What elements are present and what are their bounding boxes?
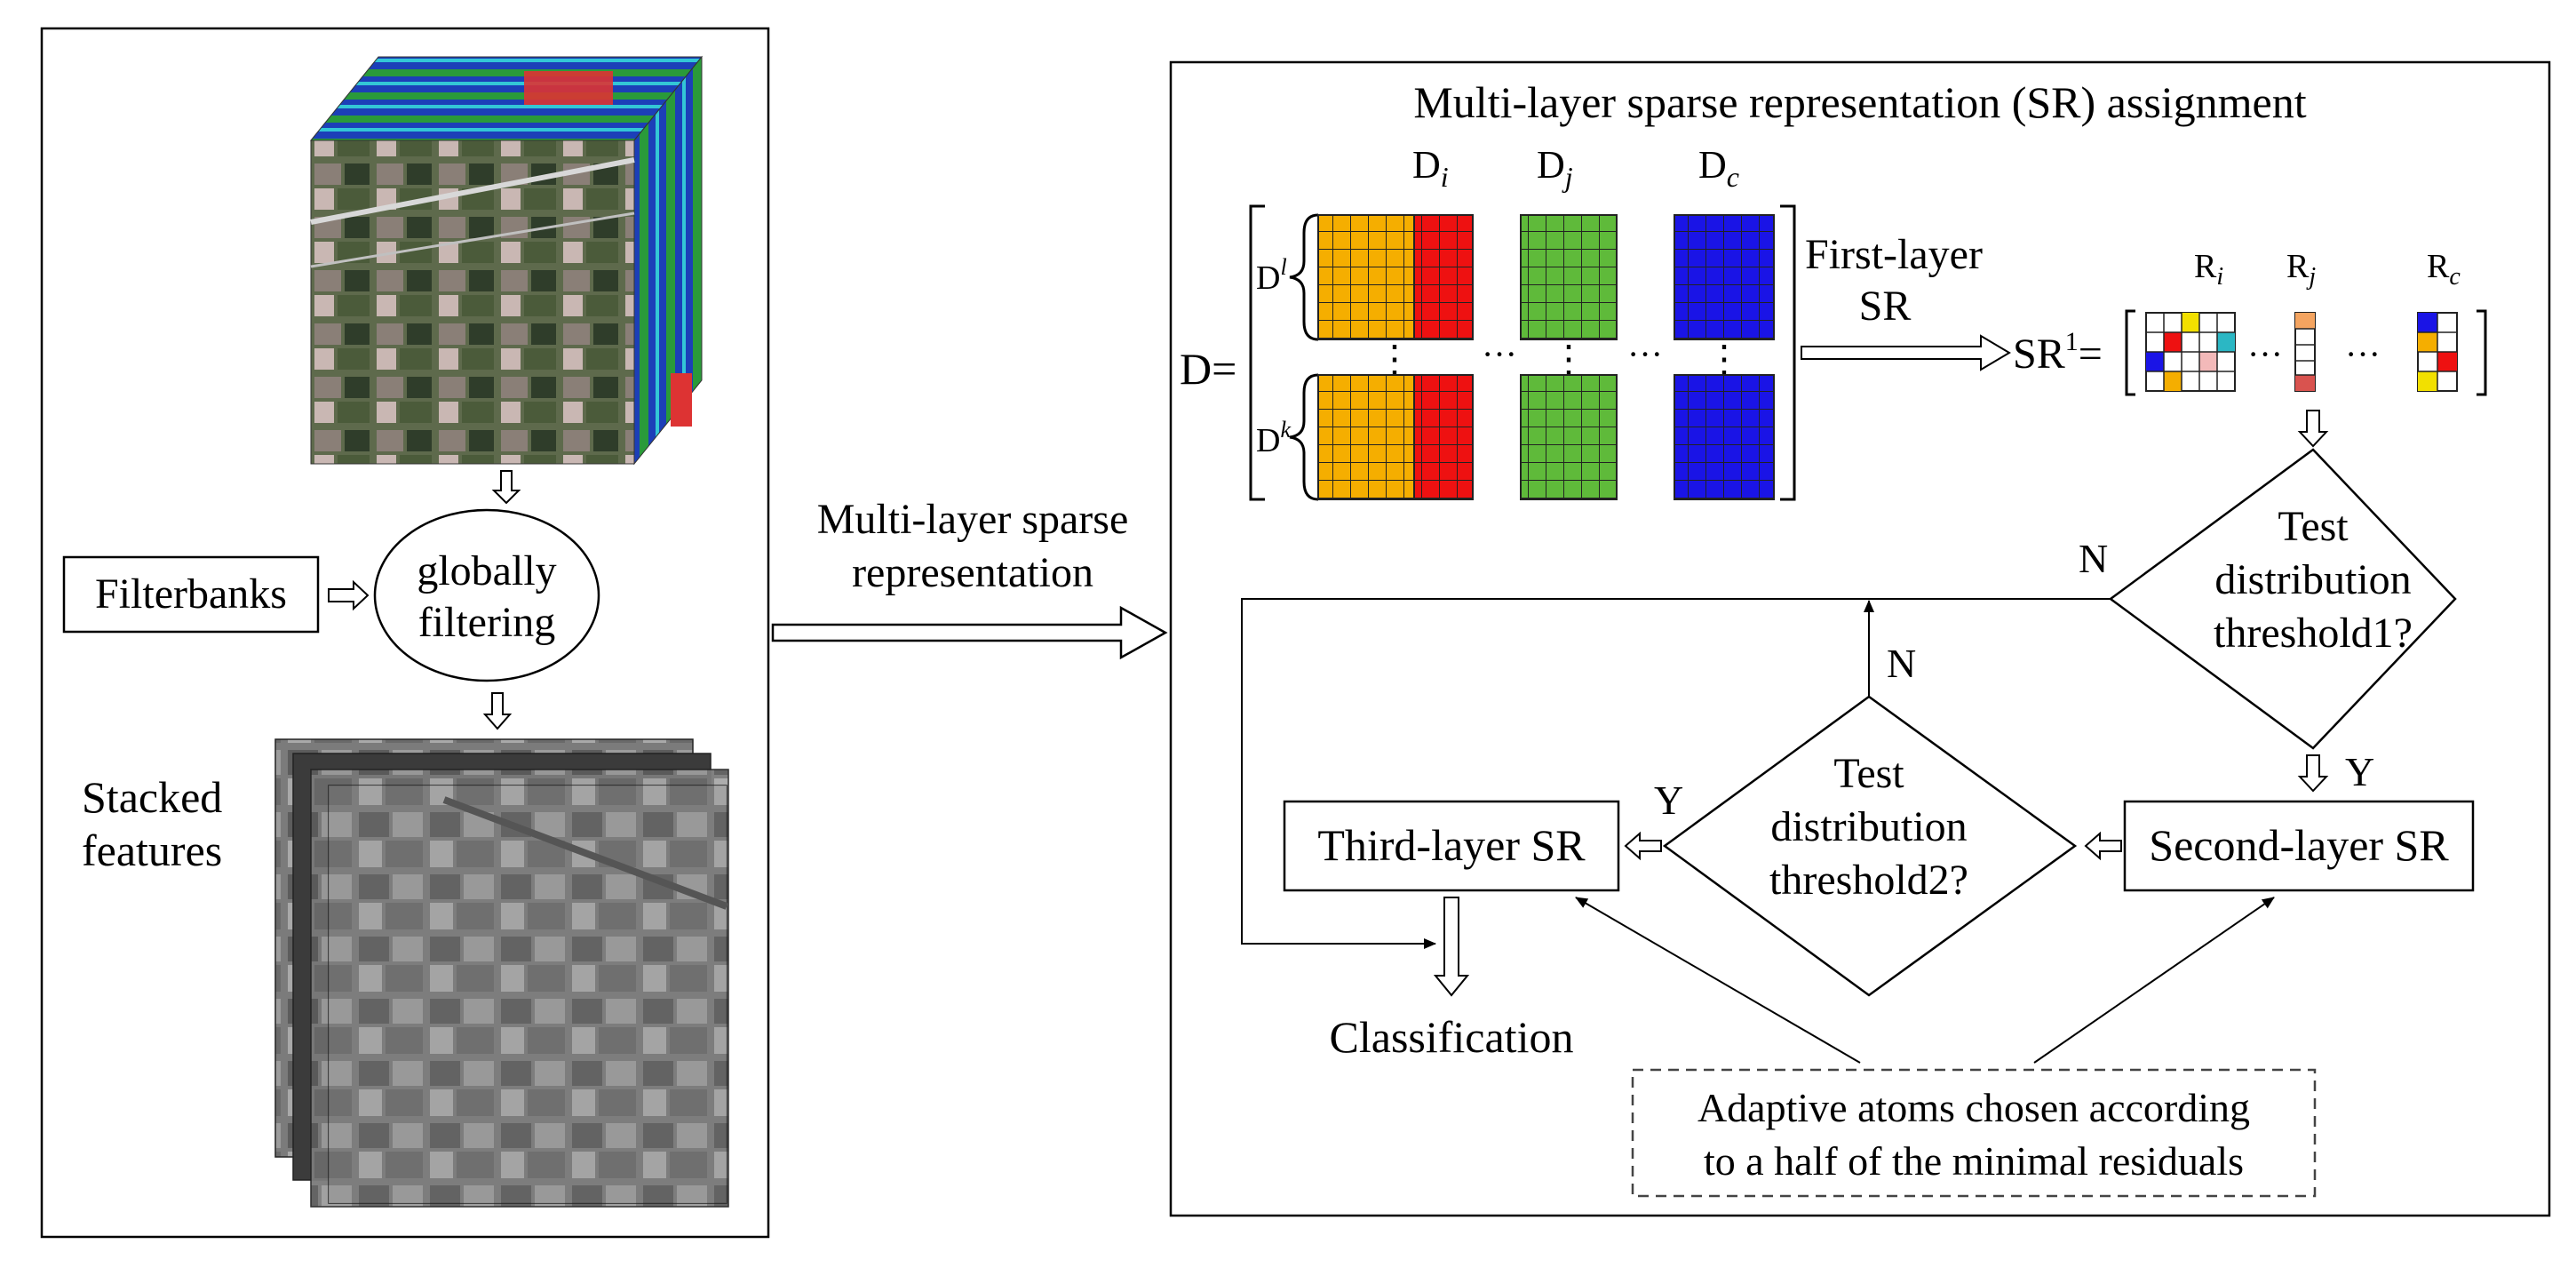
label-y-test2: Y: [1654, 778, 1683, 823]
middle-arrow-label-2: representation: [852, 549, 1093, 596]
hyperspectral-cube-image: [309, 55, 704, 466]
dict-label-dc: Dc: [1698, 143, 1739, 193]
first-layer-label-1: First-layer: [1805, 231, 1983, 278]
dict-i-bottom-red: [1413, 374, 1474, 500]
first-layer-label-2: SR: [1859, 283, 1912, 330]
hollow-arrow-down-2: [482, 692, 513, 730]
dict-label-dj: Dj: [1537, 143, 1573, 193]
d-1-label: Dl: [1256, 254, 1287, 297]
connector-no-from-test1: [1241, 598, 2111, 949]
d-equals: D=: [1180, 344, 1236, 394]
matrix-right-bracket: [1780, 204, 1796, 501]
dict-c-top-blue: [1674, 214, 1775, 340]
dict-label-di: Di: [1412, 143, 1449, 193]
hollow-arrow-second-to-test2: [2084, 831, 2122, 861]
right-panel-frame: [1169, 60, 2551, 1217]
adaptive-line-2: to a half of the minimal residuals: [1704, 1138, 2244, 1184]
left-panel-frame: [40, 27, 770, 1239]
stacked-label-line-2: features: [82, 825, 222, 875]
label-y-test1: Y: [2345, 749, 2374, 794]
d-k-label: Dk: [1256, 417, 1291, 459]
stacked-feature-images: [274, 738, 729, 1208]
third-layer-box: [1283, 800, 1620, 892]
filterbanks-box: [62, 555, 320, 634]
vdots-c: ⋮: [1705, 339, 1743, 380]
middle-arrow-label-1: Multi-layer sparse: [817, 496, 1129, 543]
sr1-hdots-2: ···: [2345, 334, 2381, 374]
curly-brace-bottom: [1289, 373, 1319, 501]
hollow-arrow-third-to-classification: [1433, 897, 1470, 997]
classification-label: Classification: [1330, 1012, 1574, 1062]
stacked-label-line-1: Stacked: [82, 772, 222, 822]
test2-line-1: Test: [1833, 750, 1904, 797]
adaptive-line-1: Adaptive atoms chosen according: [1697, 1085, 2250, 1130]
hdots-2: ···: [1627, 334, 1663, 374]
hollow-arrow-test2-to-third: [1624, 831, 1662, 861]
sr1-matrix-j: [2294, 312, 2316, 392]
dict-i-top-yellow: [1317, 214, 1415, 340]
label-n-test1: N: [2079, 536, 2108, 581]
matrix-left-bracket: [1249, 204, 1265, 501]
sr1-matrix-i: [2145, 312, 2236, 392]
test-threshold2-diamond: [1662, 695, 2078, 997]
test1-line-1: Test: [2278, 503, 2349, 550]
dict-j-bottom-green: [1520, 374, 1618, 500]
residual-label-rj: Rj: [2286, 248, 2316, 291]
dict-i-top-red: [1413, 214, 1474, 340]
residual-label-rc: Rc: [2427, 248, 2461, 291]
right-panel-title: Multi-layer sparse representation (SR) a…: [1413, 77, 2306, 127]
test1-line-2: distribution: [2214, 556, 2411, 603]
test1-line-3: threshold1?: [2214, 610, 2413, 657]
hollow-arrow-down: [491, 470, 521, 505]
globally-filtering-node: [373, 508, 600, 682]
test2-line-3: threshold2?: [1769, 857, 1968, 904]
label-n-test2: N: [1887, 641, 1916, 686]
third-layer-label: Third-layer SR: [1317, 820, 1586, 870]
connector-adaptive-to-second: [2033, 897, 2275, 1064]
hollow-arrow-to-sr1: [1801, 334, 2011, 371]
filtering-line-2: filtering: [418, 599, 556, 646]
sr1-hdots-1: ···: [2247, 334, 2283, 374]
residual-label-ri: Ri: [2194, 248, 2223, 291]
adaptive-atoms-box: [1631, 1068, 2317, 1198]
second-layer-label: Second-layer SR: [2149, 820, 2449, 870]
connector-adaptive-to-third: [1575, 897, 1861, 1064]
test-threshold1-diamond: [2108, 448, 2457, 750]
hollow-arrow-right-large: [771, 605, 1168, 660]
curly-brace-top: [1289, 213, 1319, 341]
sr1-right-bracket: [2477, 309, 2487, 396]
sr1-left-bracket: [2125, 309, 2135, 396]
dict-c-bottom-blue: [1674, 374, 1775, 500]
hollow-arrow-right-small: [328, 579, 370, 611]
hollow-arrow-sr1-to-test1: [2297, 410, 2329, 448]
hdots-1: ···: [1482, 334, 1517, 374]
filterbanks-label: Filterbanks: [95, 570, 287, 618]
hollow-arrow-test1-to-second: [2297, 754, 2329, 793]
dict-j-top-green: [1520, 214, 1618, 340]
dict-i-bottom-yellow: [1317, 374, 1415, 500]
test2-line-2: distribution: [1770, 803, 1967, 850]
filtering-line-1: globally: [417, 547, 556, 594]
vdots-i: ⋮: [1376, 339, 1413, 380]
vdots-j: ⋮: [1550, 339, 1587, 380]
second-layer-box: [2123, 800, 2475, 892]
sr1-matrix-c: [2417, 312, 2458, 392]
sr1-label: SR1=: [2013, 327, 2103, 378]
